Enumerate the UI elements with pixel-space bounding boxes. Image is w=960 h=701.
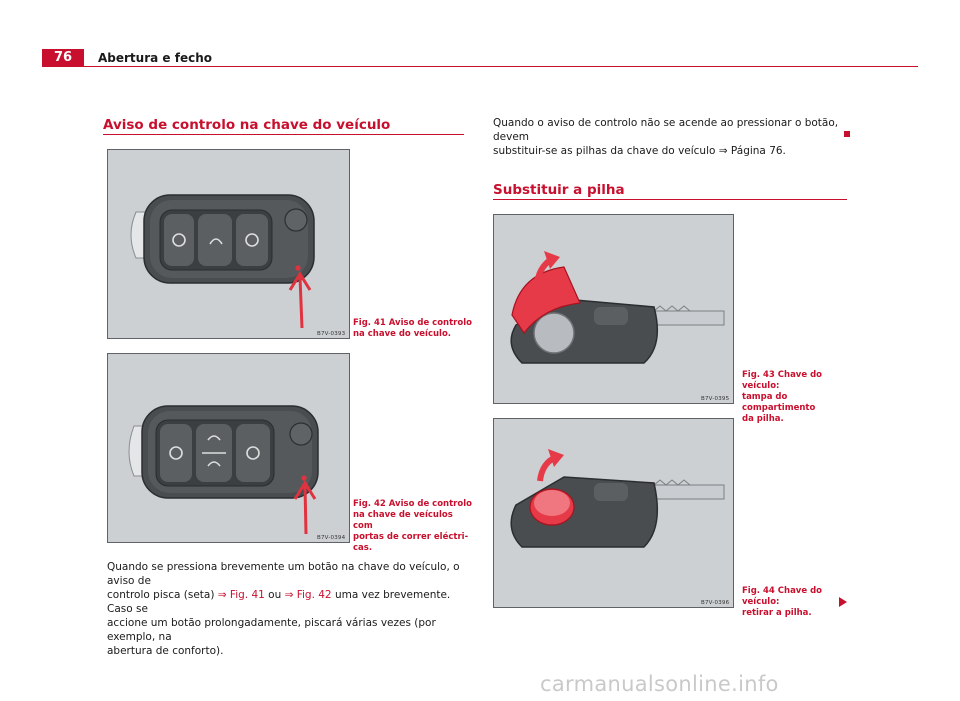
section-heading-warning-light: Aviso de controlo na chave do veículo xyxy=(103,117,391,133)
caption-line: na chave do veículo. xyxy=(353,329,452,339)
text-line: substituir-se as pilhas da chave do veíc… xyxy=(493,145,786,157)
text-span: controlo pisca (seta) xyxy=(107,589,218,601)
text-line: abertura de conforto). xyxy=(107,645,224,657)
caption-line: Fig. 44 Chave do veículo: xyxy=(742,586,822,607)
section-end-marker xyxy=(844,131,850,137)
paragraph-replace-battery-note: Quando o aviso de controlo não se acende… xyxy=(493,116,853,158)
figure-43-code: B7V-0395 xyxy=(701,396,730,402)
watermark: carmanualsonline.info xyxy=(540,672,779,696)
figure-41-code: B7V-0393 xyxy=(317,331,346,337)
key-illustration xyxy=(108,150,349,338)
paragraph-warning-light-behavior: Quando se pressiona brevemente um botão … xyxy=(107,560,467,658)
figure-43-caption: Fig. 43 Chave do veículo: tampa do compa… xyxy=(742,370,862,425)
key-remove-battery-illustration xyxy=(494,419,733,607)
caption-line: retirar a pilha. xyxy=(742,608,812,618)
figure-41-key-warning-light xyxy=(107,149,350,339)
caption-line: Fig. 42 Aviso de controlo xyxy=(353,499,472,509)
figure-42-code: B7V-0394 xyxy=(317,535,346,541)
text-line: controlo pisca (seta) ⇒ Fig. 41 ou ⇒ Fig… xyxy=(107,588,467,616)
text-line: Quando o aviso de controlo não se acende… xyxy=(493,117,839,143)
text-span: ou xyxy=(264,589,285,601)
caption-line: da pilha. xyxy=(742,414,784,424)
caption-line: tampa do compartimento xyxy=(742,392,816,413)
figure-44-code: B7V-0396 xyxy=(701,600,730,606)
section-heading-rule xyxy=(493,199,847,200)
continue-arrow-icon xyxy=(839,597,847,607)
caption-line: Fig. 43 Chave do veículo: xyxy=(742,370,822,391)
text-line: Quando se pressiona brevemente um botão … xyxy=(107,561,460,587)
page-number: 76 xyxy=(42,49,84,67)
figure-44-remove-battery xyxy=(493,418,734,608)
caption-line: portas de correr eléctri- xyxy=(353,532,469,542)
caption-line: Fig. 41 Aviso de controlo xyxy=(353,318,472,328)
link-fig-42[interactable]: ⇒ Fig. 42 xyxy=(284,589,332,601)
figure-41-caption: Fig. 41 Aviso de controlo na chave do ve… xyxy=(353,318,473,340)
section-heading-rule xyxy=(103,134,464,135)
link-fig-41[interactable]: ⇒ Fig. 41 xyxy=(217,589,265,601)
figure-42-key-sliding-doors xyxy=(107,353,350,543)
key-open-cover-illustration xyxy=(494,215,733,403)
chapter-title: Abertura e fecho xyxy=(98,51,212,65)
figure-42-caption: Fig. 42 Aviso de controlo na chave de ve… xyxy=(353,499,473,554)
figure-43-battery-cover xyxy=(493,214,734,404)
key-illustration xyxy=(108,354,349,542)
header-rule xyxy=(84,66,918,67)
text-line: accione um botão prolongadamente, piscar… xyxy=(107,617,436,643)
section-heading-replace-battery: Substituir a pilha xyxy=(493,182,625,198)
text-span: uma vez brevemente. Caso se xyxy=(107,589,451,615)
caption-line: na chave de veículos com xyxy=(353,510,453,531)
caption-line: cas. xyxy=(353,543,373,553)
figure-44-caption: Fig. 44 Chave do veículo: retirar a pilh… xyxy=(742,586,862,619)
